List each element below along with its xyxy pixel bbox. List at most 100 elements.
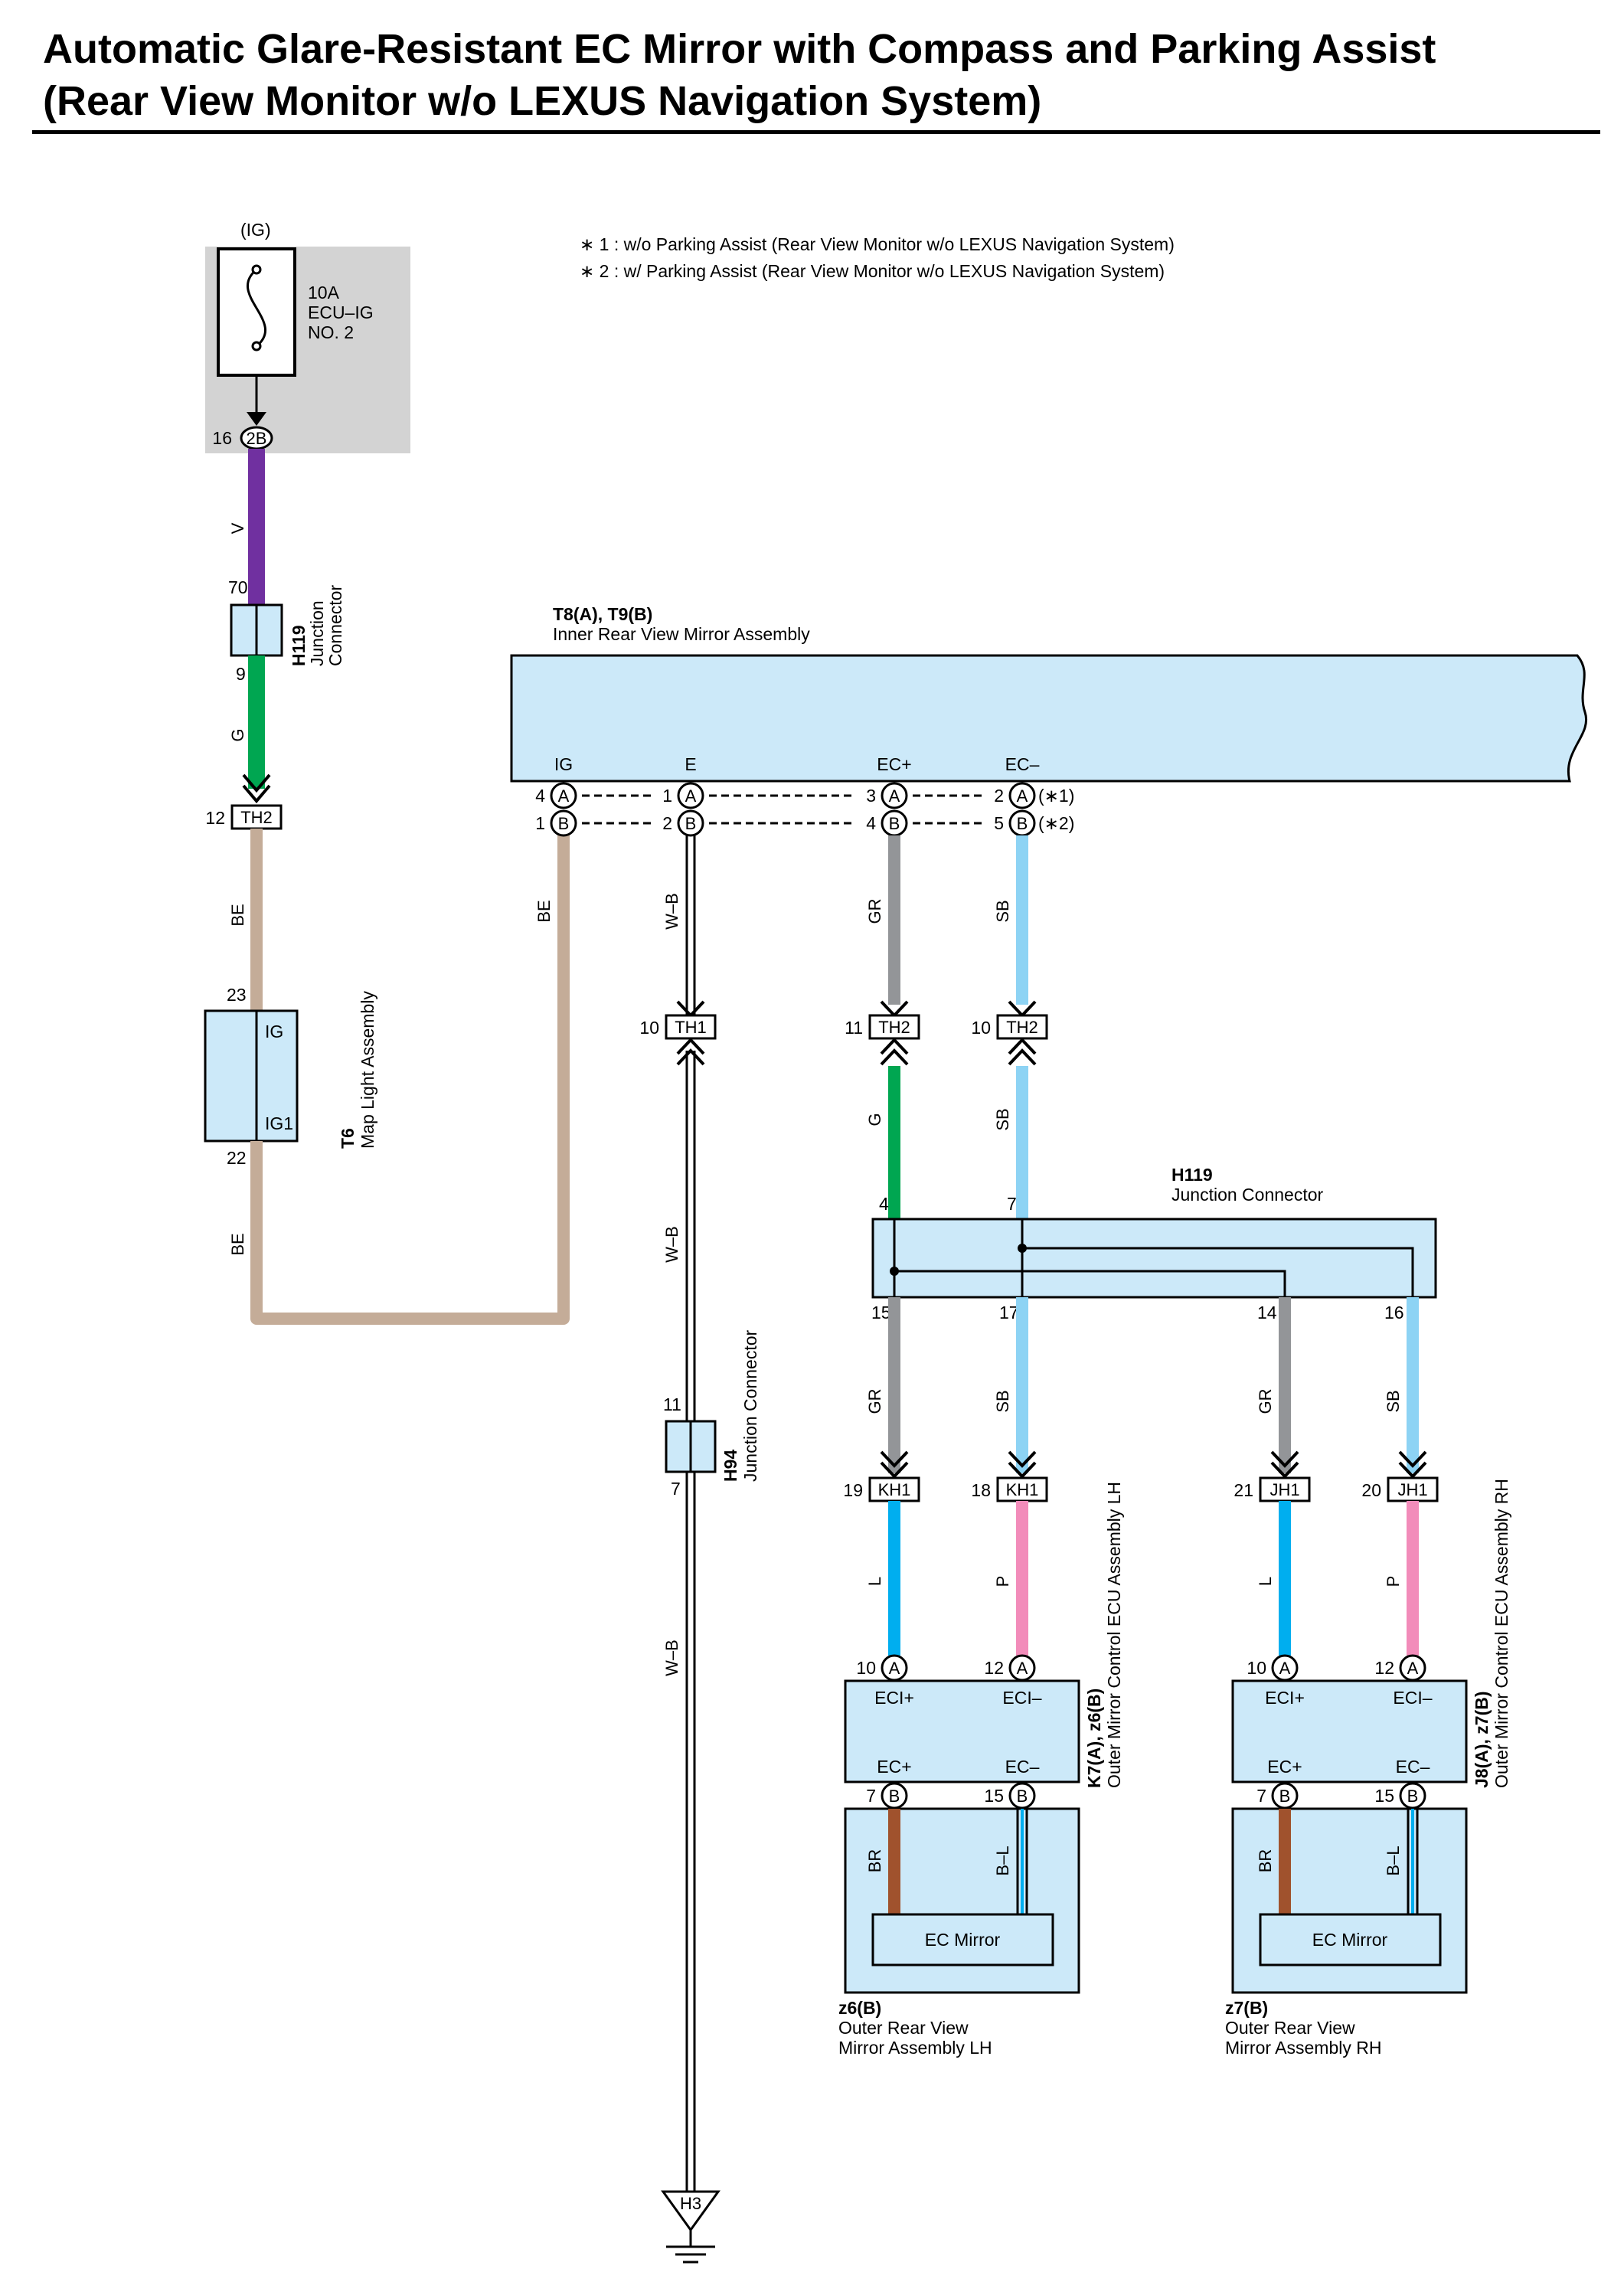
map-light-name: Map Light Assembly (358, 991, 377, 1149)
map-light-pin-out: 22 (227, 1148, 247, 1168)
ecu-lh-name: Outer Mirror Control ECU Assembly LH (1104, 1482, 1124, 1788)
arrow-icons-kh1-jh1 (880, 1450, 1427, 1479)
inner-mirror-pin-a-ig (550, 782, 577, 809)
inner-mirror-term-ec-minus: EC– (1005, 754, 1040, 774)
connector-jh1-p-name: JH1 (1397, 1480, 1427, 1499)
title-line-2: (Rear View Monitor w/o LEXUS Navigation … (43, 78, 1042, 124)
ecu-rh-term-eci-minus: ECI– (1393, 1688, 1432, 1708)
junction-h119-mid-pin-in2: 7 (1007, 1194, 1017, 1214)
ecu-lh-pin-num-ec-plus: 7 (866, 1786, 876, 1806)
ground-name: H3 (680, 2194, 701, 2213)
ecu-lh-term-ec-plus: EC+ (877, 1757, 911, 1777)
ecu-rh-code: J8(A), z7(B) (1472, 1691, 1492, 1788)
arrow-icon-th2-gr-bottom-2 (880, 1048, 909, 1066)
ecu-rh-conn-a-1: A (1279, 1659, 1291, 1678)
ecu-rh-conn-b-1: B (1279, 1787, 1291, 1806)
map-light-assembly (204, 1009, 299, 1143)
wire-label-bl-rh: B–L (1384, 1845, 1403, 1875)
connector-jh1-l-name: JH1 (1269, 1480, 1299, 1499)
connector-kh1-p-pin: 18 (971, 1480, 991, 1500)
arrow-icon-th2-sb-bottom-2 (1008, 1048, 1037, 1066)
wire-label-wb-1: W–B (662, 893, 681, 930)
note-2: ∗ 2 : w/ Parking Assist (Rear View Monit… (580, 261, 1165, 281)
wire-label-be-3: BE (534, 900, 554, 922)
inner-mirror-pin-num-b-e: 2 (662, 813, 672, 833)
inner-mirror-term-ec-plus: EC+ (877, 754, 911, 774)
wire-label-br-rh: BR (1256, 1849, 1275, 1873)
fuse-icon-dot-bottom (251, 341, 262, 351)
connector-jh1-l-pin: 21 (1234, 1480, 1253, 1500)
junction-h94-code: H94 (721, 1450, 740, 1482)
connector-th2-gr (868, 1014, 920, 1040)
wire-beige-2 (250, 823, 570, 1325)
fuse-name-line-2: NO. 2 (308, 322, 354, 342)
ecu-rh-term-ec-minus: EC– (1396, 1757, 1430, 1777)
connector-jh1-p-pin: 20 (1361, 1480, 1381, 1500)
wire-label-g-top: G (228, 728, 247, 741)
fuse-supply-label: (IG) (240, 220, 271, 240)
connector-kh1-l-name: KH1 (878, 1480, 911, 1499)
inner-mirror-pin-b-e (677, 809, 704, 837)
junction-h119-top-pin-in: 70 (228, 577, 248, 597)
wire-label-sb-rh: SB (1384, 1390, 1403, 1412)
arrow-icon-th1-bottom-2 (676, 1048, 705, 1066)
connector-kh1-l-pin: 19 (843, 1480, 863, 1500)
inner-mirror-conn-b-ecp: B (889, 814, 900, 833)
inner-mirror-conn-a-ecm: A (1017, 786, 1028, 806)
inner-mirror-conn-a-ecp: A (889, 786, 900, 806)
inner-mirror-pin-b-ig (550, 809, 577, 837)
inner-mirror-pin-num-b-ecm: 5 (994, 813, 1004, 833)
title-line-1: Automatic Glare-Resistant EC Mirror with… (43, 26, 1436, 72)
arrow-icon-th1-top (676, 1000, 705, 1018)
ecu-rh-name: Outer Mirror Control ECU Assembly RH (1492, 1479, 1511, 1788)
map-light-term-ig: IG (265, 1022, 283, 1041)
ecu-lh-code: K7(A), z6(B) (1084, 1689, 1104, 1788)
connector-th2-gr-pin: 11 (845, 1018, 863, 1038)
connector-th2-left-pin: 12 (205, 808, 225, 828)
ecu-lh-term-ec-minus: EC– (1005, 1757, 1040, 1777)
connector-kh1-p-name: KH1 (1006, 1480, 1039, 1499)
fuse-icon (246, 268, 267, 348)
junction-h119-mid-pin-out4: 16 (1384, 1303, 1404, 1322)
connector-th2-sb-pin: 10 (971, 1018, 991, 1038)
junction-h119-mid-pin-out1: 15 (871, 1303, 891, 1322)
connector-th2-sb-name: TH2 (1006, 1018, 1038, 1037)
junction-h119-mid (871, 1218, 1437, 1299)
ecu-lh-pin-num-ec-minus: 15 (984, 1786, 1004, 1806)
inner-mirror-conn-a-e: A (685, 786, 697, 806)
note-1-marker: (∗1) (1038, 786, 1074, 806)
junction-h119-mid-code: H119 (1171, 1165, 1213, 1185)
ecu-rh-pin-num-ec-minus: 15 (1374, 1786, 1394, 1806)
ecu-lh-term-eci-minus: ECI– (1002, 1688, 1041, 1708)
arrow-icon-th2-left (242, 784, 271, 804)
inner-mirror-pin-a-ecm (1008, 782, 1036, 809)
map-light-term-ig1: IG1 (265, 1113, 293, 1133)
ecu-rh-term-eci-plus: ECI+ (1265, 1688, 1305, 1708)
wire-label-be-1: BE (228, 904, 247, 926)
junction-h119-mid-name: Junction Connector (1171, 1185, 1324, 1205)
fuse-name-line-1: ECU–IG (308, 302, 374, 322)
connector-th2-sb (996, 1014, 1048, 1040)
junction-h119-top-name-1: Junction (307, 600, 327, 666)
inner-mirror-pin-a-ecp (881, 782, 908, 809)
ground-flag (661, 2190, 721, 2232)
fuse-icon-dot-top (251, 264, 262, 275)
wire-label-bl-lh: B–L (993, 1845, 1012, 1875)
wire-label-gr-rh: GR (1256, 1389, 1275, 1414)
outer-mirror-rh-code: z7(B) (1225, 1998, 1268, 2018)
inner-mirror-pin-num-a-ecm: 2 (994, 786, 1004, 806)
ecu-rh-pin-num-eci-plus: 10 (1247, 1658, 1266, 1678)
ecu-rh-conn-a-2: A (1407, 1659, 1419, 1678)
wire-label-p-rh: P (1384, 1576, 1403, 1587)
map-light-pin-in: 23 (227, 985, 247, 1005)
junction-h119-mid-node-1 (890, 1267, 899, 1276)
ecu-rh-term-ec-plus: EC+ (1267, 1757, 1302, 1777)
connector-th2-left (230, 804, 283, 830)
junction-h119-mid-pin-out3: 14 (1257, 1303, 1277, 1322)
outer-ecu-lh (844, 1679, 1080, 1783)
title-underline (32, 130, 1600, 134)
ecu-rh-pin-num-eci-minus: 12 (1374, 1658, 1394, 1678)
outer-mirror-rh-name-2: Mirror Assembly RH (1225, 2038, 1381, 2058)
inner-mirror-assembly (510, 654, 1588, 783)
